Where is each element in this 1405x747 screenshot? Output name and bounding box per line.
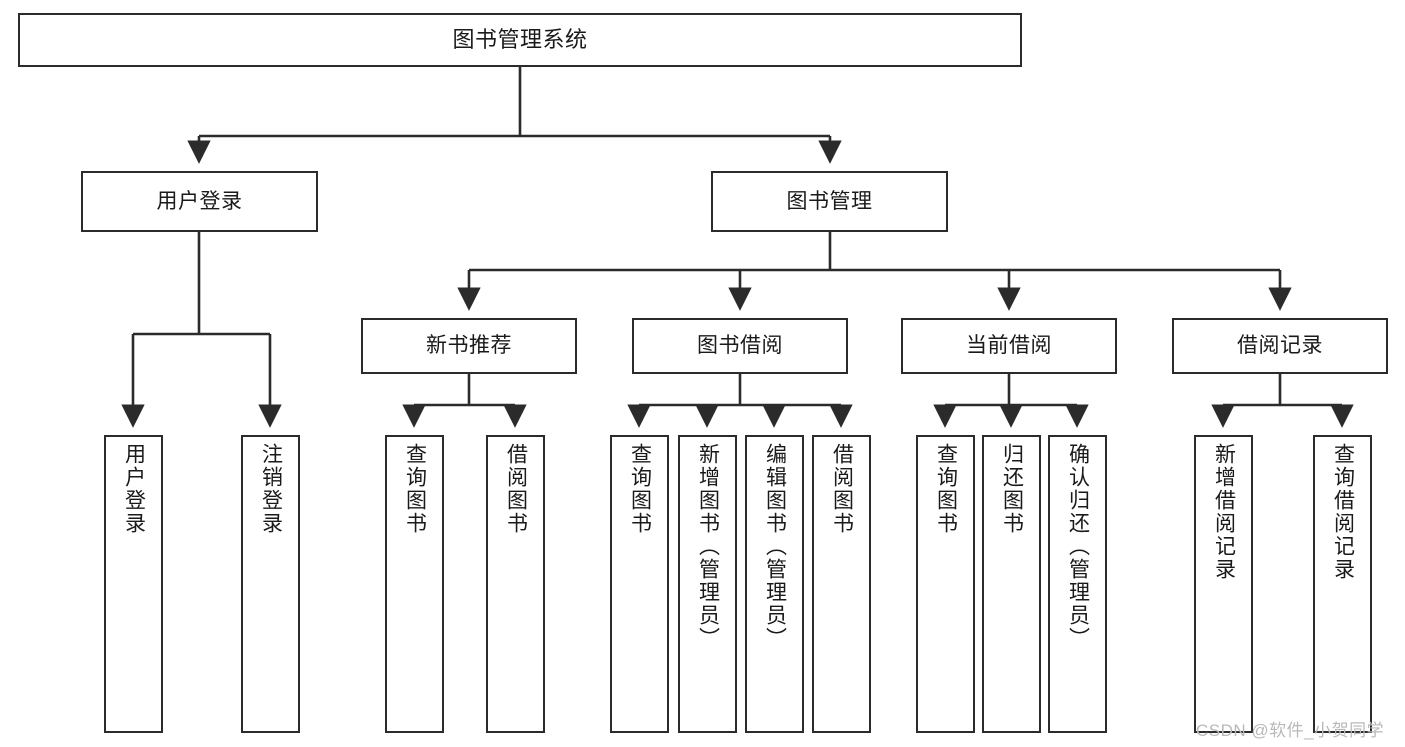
node-label: 图书管理 [786,189,873,213]
node-leaf-rec-borrow-book[interactable]: 借阅图书 [486,435,545,733]
node-book-manage[interactable]: 图书管理 [711,171,948,232]
node-leaf-borrow-edit-book[interactable]: 编辑图书（管理员） [745,435,804,733]
node-label: 新增图书（管理员） [696,443,720,650]
node-new-book-recommend[interactable]: 新书推荐 [361,318,577,374]
node-label: 查询图书 [934,443,958,535]
node-label: 查询图书 [628,443,652,535]
node-leaf-rec-add-record[interactable]: 新增借阅记录 [1194,435,1253,733]
node-borrow-record[interactable]: 借阅记录 [1172,318,1388,374]
node-label: 当前借阅 [966,334,1052,358]
node-label: 用户登录 [122,443,146,535]
node-label: 确认归还（管理员） [1066,443,1090,650]
node-label: 注销登录 [259,443,283,535]
node-root-system[interactable]: 图书管理系统 [18,13,1022,67]
node-leaf-borrow-query-book[interactable]: 查询图书 [610,435,669,733]
node-current-borrow[interactable]: 当前借阅 [901,318,1117,374]
node-leaf-cur-confirm-return[interactable]: 确认归还（管理员） [1048,435,1107,733]
node-leaf-rec-query-book[interactable]: 查询图书 [385,435,444,733]
node-label: 编辑图书（管理员） [763,443,787,650]
node-book-borrow[interactable]: 图书借阅 [632,318,848,374]
node-leaf-borrow-add-book[interactable]: 新增图书（管理员） [678,435,737,733]
node-user-login[interactable]: 用户登录 [81,171,318,232]
node-leaf-user-logout[interactable]: 注销登录 [241,435,300,733]
node-leaf-cur-return-book[interactable]: 归还图书 [982,435,1041,733]
node-label: 借阅图书 [504,443,528,535]
node-label: 图书借阅 [697,334,783,358]
node-leaf-borrow-lend-book[interactable]: 借阅图书 [812,435,871,733]
node-label: 归还图书 [1000,443,1024,535]
node-label: 用户登录 [156,189,243,213]
node-label: 图书管理系统 [452,26,588,52]
node-leaf-cur-query-book[interactable]: 查询图书 [916,435,975,733]
node-leaf-rec-query-record[interactable]: 查询借阅记录 [1313,435,1372,733]
node-label: 借阅图书 [830,443,854,535]
node-label: 查询图书 [403,443,427,535]
node-leaf-user-login[interactable]: 用户登录 [104,435,163,733]
node-label: 借阅记录 [1237,334,1323,358]
node-label: 查询借阅记录 [1331,443,1355,581]
node-label: 新书推荐 [426,334,512,358]
node-label: 新增借阅记录 [1212,443,1236,581]
